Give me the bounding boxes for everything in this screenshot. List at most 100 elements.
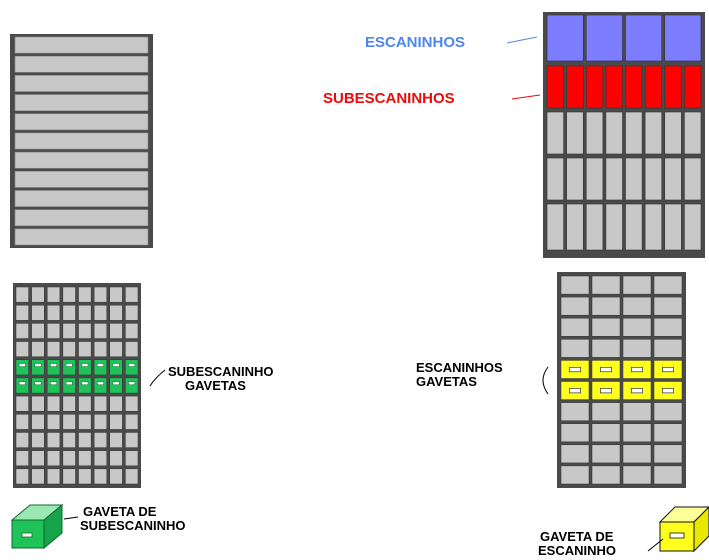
small-bin <box>47 304 61 321</box>
leader-subescaninhos <box>511 94 541 100</box>
bin <box>625 203 643 251</box>
green-drawer <box>109 359 123 376</box>
small-bin <box>109 450 123 467</box>
subescaninho-bin <box>625 65 643 109</box>
bin <box>653 465 683 485</box>
bin <box>566 203 584 251</box>
subescaninho-bin <box>664 65 682 109</box>
small-bin <box>31 304 45 321</box>
bin <box>560 444 590 464</box>
shelf-level <box>14 75 149 92</box>
shelf-level <box>14 228 149 246</box>
small-bin <box>62 414 76 430</box>
bin <box>622 317 652 337</box>
bin <box>591 444 621 464</box>
small-bin <box>15 323 29 339</box>
bin <box>560 402 590 421</box>
small-bin <box>15 450 29 467</box>
bin <box>591 317 621 337</box>
bin <box>591 423 621 443</box>
bin <box>653 444 683 464</box>
bin <box>644 157 663 201</box>
bin <box>653 423 683 443</box>
green-drawer <box>47 359 61 376</box>
bin <box>622 339 652 358</box>
bin <box>664 111 682 155</box>
bin <box>560 275 590 295</box>
bin <box>560 339 590 358</box>
small-bin <box>125 432 139 448</box>
leader-gaveta-subescaninho <box>63 516 79 520</box>
drawer-handle <box>18 381 26 385</box>
bin <box>546 203 564 251</box>
small-bin <box>109 341 123 357</box>
escaninho-bin <box>625 14 663 62</box>
small-bin <box>93 304 107 321</box>
bin <box>585 157 604 201</box>
bin <box>622 444 652 464</box>
small-bin <box>125 341 139 357</box>
label-gaveta-de-escaninho: GAVETA DE ESCANINHO <box>538 529 617 558</box>
bin <box>605 157 623 201</box>
small-bin <box>109 414 123 430</box>
subescaninho-bin <box>546 65 564 109</box>
drawer-handle <box>569 388 581 394</box>
drawer-handle <box>128 363 136 367</box>
shelf-level <box>14 209 149 227</box>
bin <box>664 203 682 251</box>
small-bin <box>125 323 139 339</box>
bin <box>622 402 652 421</box>
small-bin <box>78 395 92 412</box>
small-bin <box>125 395 139 412</box>
bin <box>566 157 584 201</box>
small-bin <box>62 432 76 448</box>
drawer-handle <box>97 363 104 367</box>
small-bin <box>31 286 45 303</box>
drawer-handle <box>50 381 57 385</box>
green-drawer <box>31 377 45 394</box>
escaninho-bin <box>546 14 584 62</box>
small-bin <box>93 432 107 448</box>
bin <box>560 423 590 443</box>
small-bin <box>78 341 92 357</box>
bin <box>591 465 621 485</box>
small-bin <box>125 304 139 321</box>
shelf-level <box>14 190 149 207</box>
drawer-handle <box>65 381 73 385</box>
small-bin <box>125 450 139 467</box>
shelf-escaninhos-subescaninhos <box>543 12 705 258</box>
small-bin <box>62 286 76 303</box>
small-bin <box>47 414 61 430</box>
shelf-level <box>14 94 149 112</box>
small-bin <box>125 468 139 485</box>
shelf-level <box>14 132 149 150</box>
label-gaveta-de-subescaninho: GAVETA DE SUBESCANINHO <box>80 504 186 533</box>
small-bin <box>47 341 61 357</box>
drawer-handle <box>662 388 674 394</box>
bin <box>664 157 682 201</box>
shelf-level <box>14 170 149 188</box>
bin <box>605 111 623 155</box>
drawer-handle <box>631 388 643 394</box>
small-bin <box>109 304 123 321</box>
drawer-handle <box>50 363 57 367</box>
small-bin <box>78 414 92 430</box>
drawer-handle <box>631 366 643 373</box>
small-bin <box>78 323 92 339</box>
small-bin <box>78 304 92 321</box>
label-subescaninho-gavetas: SUBESCANINHO GAVETAS <box>168 364 274 393</box>
small-bin <box>93 341 107 357</box>
green-drawer <box>62 359 76 376</box>
small-bin <box>78 450 92 467</box>
subescaninho-bin <box>684 65 702 109</box>
small-bin <box>47 395 61 412</box>
shelf-escaninhos-gavetas <box>557 272 686 488</box>
green-drawer <box>125 359 139 376</box>
drawer-handle <box>18 363 26 367</box>
subescaninho-bin <box>644 65 663 109</box>
green-drawer <box>31 359 45 376</box>
shelf-level <box>14 151 149 169</box>
shelf-subescaninho-gavetas <box>13 283 141 488</box>
green-drawer <box>125 377 139 394</box>
